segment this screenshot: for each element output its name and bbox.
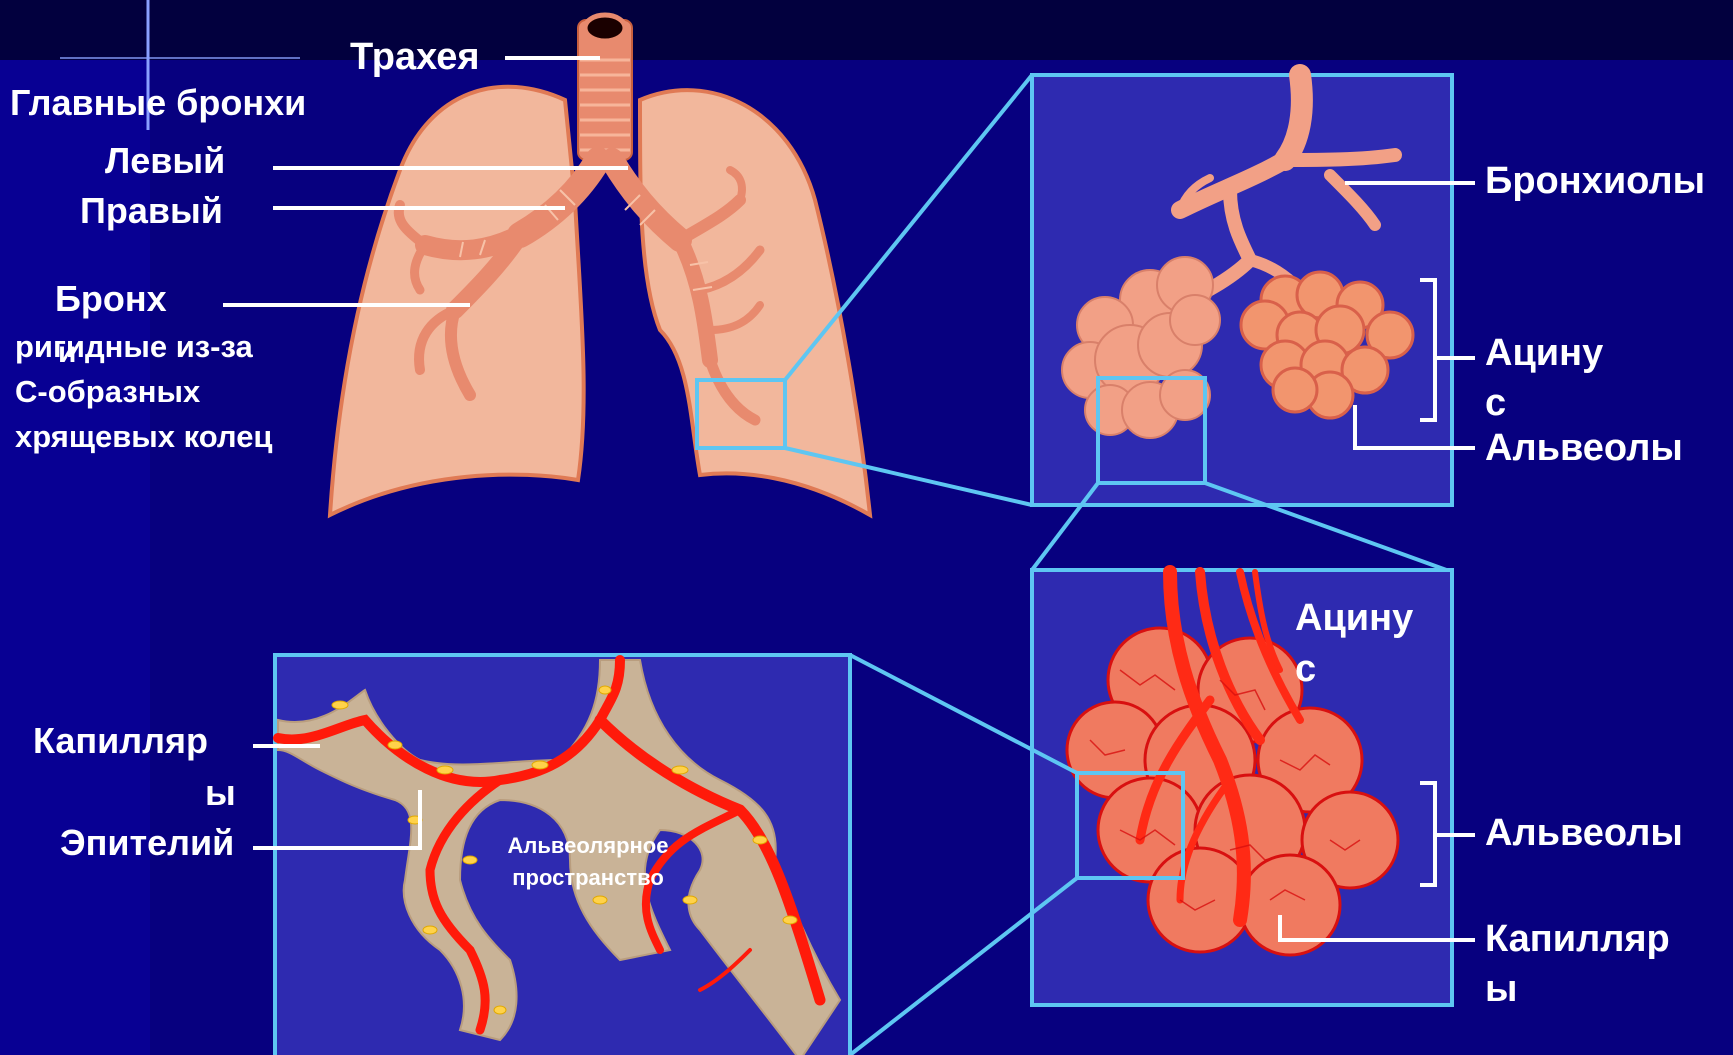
label-main-bronchi: Главные бронхи <box>10 82 306 123</box>
label-alveoli-bottom: Альвеолы <box>1485 812 1683 856</box>
trachea-opening <box>585 15 625 41</box>
label-alveolar-space-1: Альвеолярное <box>488 833 688 858</box>
label-alveolar-space-2: пространство <box>488 865 688 890</box>
label-epithelium: Эпителий <box>60 822 234 863</box>
label-left-bronchus: Левый <box>105 140 225 181</box>
label-bronchioles: Бронхиолы <box>1485 160 1705 204</box>
label-capillaries-left-2: ы <box>205 772 236 813</box>
label-alveoli-top: Альвеолы <box>1485 427 1683 471</box>
bronchioles-panel <box>1032 75 1452 505</box>
lungs-illustration <box>330 15 870 515</box>
label-right-bronchus: Правый <box>80 190 223 231</box>
label-capillaries-left-1: Капилляр <box>33 720 208 761</box>
label-acinus-bottom-1: Ацину <box>1295 597 1413 641</box>
left-lung <box>640 90 870 515</box>
label-acinus-top-1: Ацину <box>1485 332 1603 376</box>
label-bronchus: Бронх <box>55 278 167 319</box>
label-acinus-bottom-2: с <box>1295 648 1316 692</box>
label-capillaries-right-2: ы <box>1485 968 1517 1012</box>
label-acinus-top-2: с <box>1485 382 1506 426</box>
label-bronchus-note: ригидные из-за С-образных хрящевых колец <box>15 325 273 460</box>
label-capillaries-right-1: Капилляр <box>1485 918 1670 962</box>
label-trachea: Трахея <box>350 36 480 80</box>
